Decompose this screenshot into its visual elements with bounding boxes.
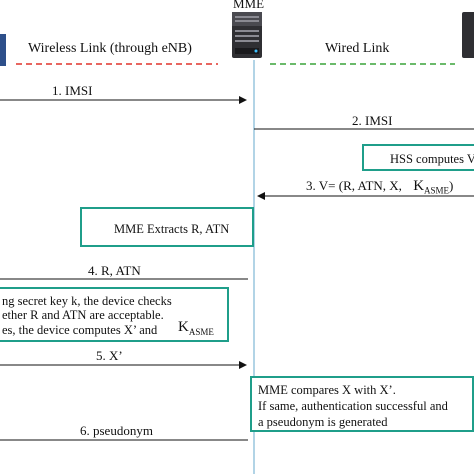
hss-compute-box: HSS computes V [362, 144, 474, 171]
mme-compare-line3: a pseudonym is generated [258, 415, 388, 429]
mme-compare-line2: If same, authentication successful and [258, 399, 448, 413]
mme-compare-box: MME compares X with X’. If same, authent… [250, 376, 474, 432]
device-check-k: KASME [178, 320, 214, 337]
hss-compute-text: HSS computes V [390, 152, 474, 166]
device-check-line2: ether R and ATN are acceptable. [2, 308, 164, 322]
device-check-line1: ng secret key k, the device checks [2, 294, 172, 308]
message-3-k: K [413, 178, 425, 194]
message-3-label: 3. V= (R, ATN, X, KASME) [306, 179, 453, 196]
device-k-sub: ASME [188, 327, 214, 337]
message-1-label: 1. IMSI [52, 83, 93, 98]
hss-server-icon [462, 8, 474, 60]
mme-extract-text: MME Extracts R, ATN [114, 222, 230, 236]
message-3-suffix: ) [449, 178, 454, 193]
mme-label: MME [233, 0, 265, 11]
mme-extract-box: MME Extracts R, ATN [80, 207, 254, 247]
message-3-sub: ASME [424, 185, 450, 196]
device-check-box: ng secret key k, the device checks ether… [0, 287, 229, 342]
mme-compare-line1: MME compares X with X’. [258, 383, 396, 397]
mme-server-icon [230, 8, 264, 60]
device-check-line3: es, the device computes X’ and [2, 323, 158, 337]
wireless-link-label: Wireless Link (through eNB) [28, 41, 192, 56]
device-icon [0, 34, 6, 66]
message-5-label: 5. X’ [96, 348, 123, 363]
message-6-label: 6. pseudonym [80, 423, 153, 438]
device-k: K [178, 319, 189, 335]
wired-link-label: Wired Link [325, 41, 390, 56]
message-4-label: 4. R, ATN [88, 263, 141, 278]
message-3-prefix: 3. V= (R, ATN, X, [306, 178, 402, 193]
message-2-label: 2. IMSI [352, 113, 393, 128]
